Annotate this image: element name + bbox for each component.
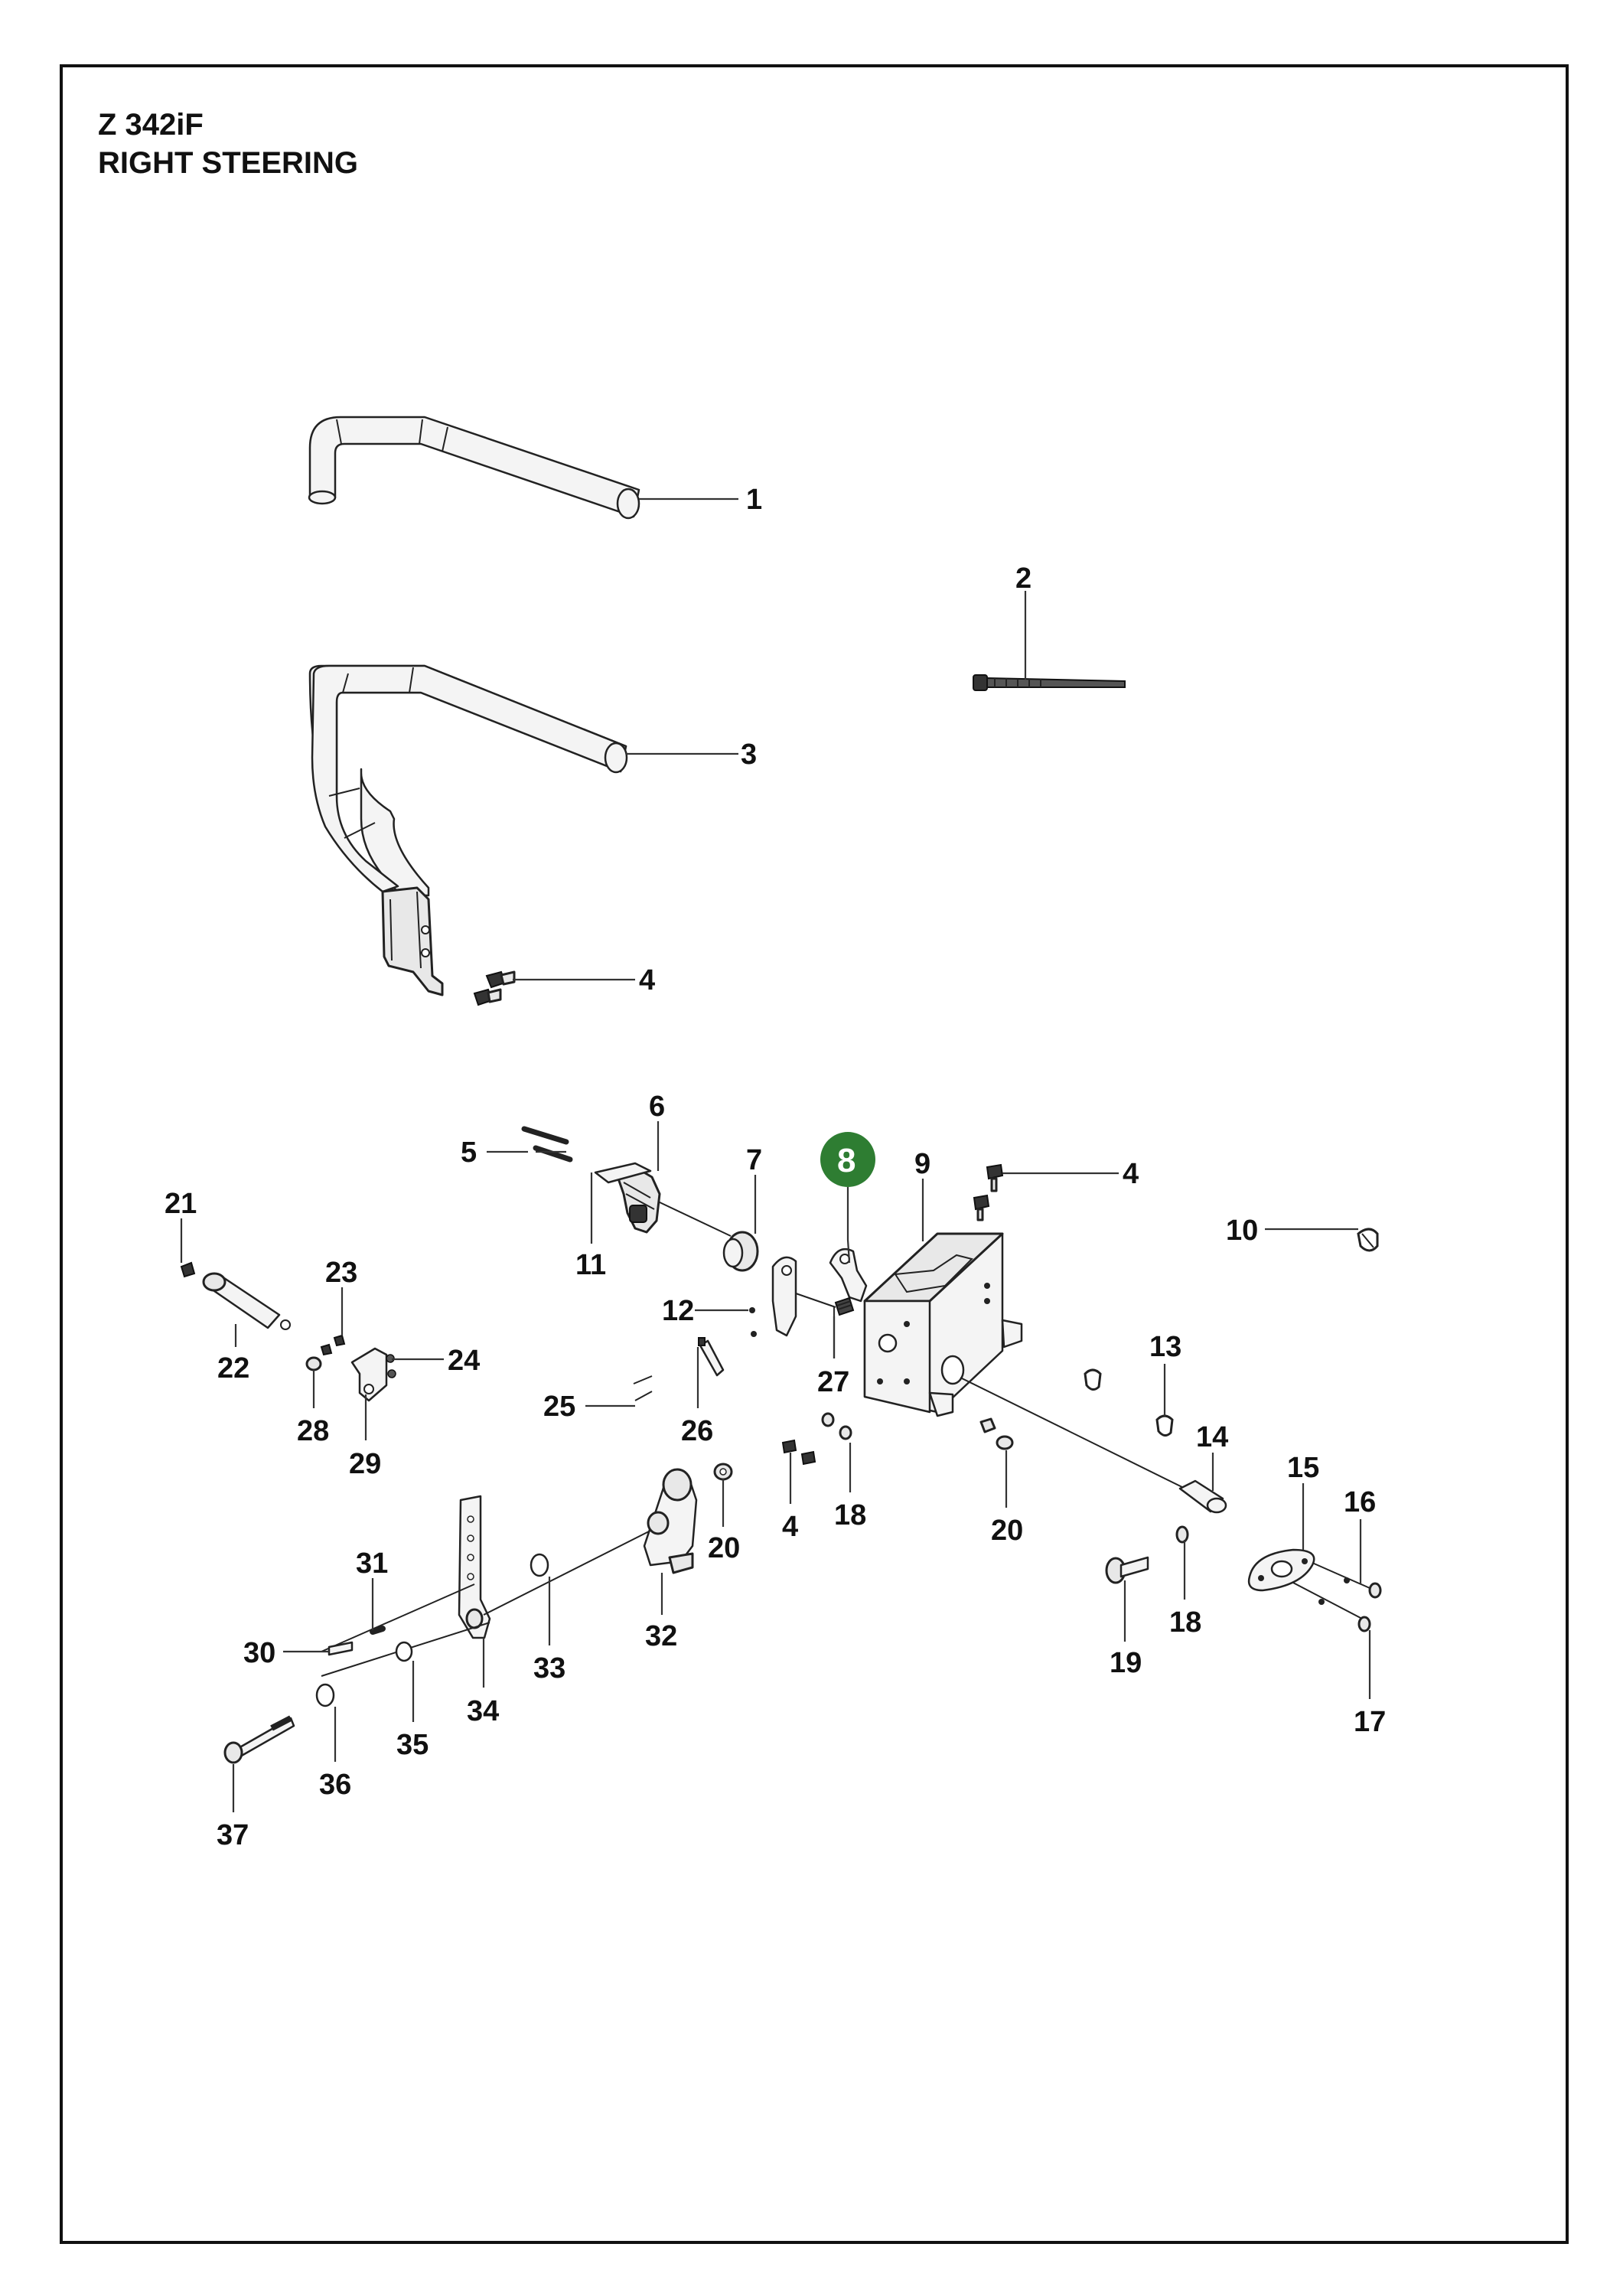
callout-18-center[interactable]: 18 [834,1499,866,1531]
section-name: RIGHT STEERING [98,146,359,180]
part-21-screw[interactable] [180,1261,196,1278]
part-7-bushing[interactable] [722,1231,759,1272]
part-2-cable-tie[interactable] [973,674,1126,691]
callout-4-bracket[interactable]: 4 [1123,1158,1139,1190]
part-34-control-lever[interactable] [458,1495,491,1639]
part-19-shoulder-bolt[interactable] [1105,1556,1149,1584]
part-17-bolt[interactable] [1318,1599,1371,1632]
callout-12[interactable]: 12 [662,1295,694,1327]
part-9-main-bracket[interactable] [863,1232,1023,1417]
part-18-washer-right[interactable] [1175,1525,1189,1544]
part-33-washer[interactable] [530,1553,549,1577]
callout-4-lower[interactable]: 4 [782,1511,798,1543]
callout-13[interactable]: 13 [1149,1331,1181,1363]
part-4-bolt-lower[interactable] [781,1439,816,1466]
callout-9[interactable]: 9 [914,1148,930,1180]
part-4-bolt-upper[interactable] [473,970,516,1006]
callout-6[interactable]: 6 [649,1091,665,1123]
callout-5[interactable]: 5 [461,1137,477,1169]
part-22-damper-cylinder[interactable] [202,1272,291,1330]
part-28-nut[interactable] [305,1356,322,1371]
callout-3[interactable]: 3 [741,739,757,771]
callout-16[interactable]: 16 [1344,1486,1376,1518]
part-26-retainer[interactable] [698,1337,725,1377]
part-13-clips[interactable] [1084,1368,1174,1437]
callout-25[interactable]: 25 [543,1391,575,1423]
part-16-bolt[interactable] [1344,1577,1382,1599]
callout-32[interactable]: 32 [645,1620,677,1652]
callout-10[interactable]: 10 [1226,1215,1258,1247]
callout-20-left[interactable]: 20 [708,1532,740,1564]
callout-18-right[interactable]: 18 [1169,1606,1201,1639]
part-32-pivot-assembly[interactable] [643,1468,698,1574]
part-12-pins[interactable] [749,1307,757,1337]
part-10-clip[interactable] [1357,1228,1379,1252]
part-20-nut-left[interactable] [713,1463,733,1481]
callout-24[interactable]: 24 [448,1345,480,1377]
callout-27[interactable]: 27 [817,1366,849,1398]
model-name: Z 342iF [98,108,204,142]
callout-20-right[interactable]: 20 [991,1515,1023,1547]
part-18-washer-center[interactable] [821,1412,852,1440]
diagram-frame [60,64,1569,2244]
callout-37[interactable]: 37 [217,1819,249,1851]
callout-26[interactable]: 26 [681,1415,713,1447]
callout-2[interactable]: 2 [1015,563,1031,595]
callout-22[interactable]: 22 [217,1352,249,1384]
leader-lines [180,497,1371,1812]
part-36-washer[interactable] [315,1683,335,1707]
callout-labels: 1 2 3 4 5 6 7 8 9 4 10 11 12 13 14 15 16… [165,484,1386,1851]
callout-34[interactable]: 34 [467,1695,499,1727]
part-27-spring[interactable] [795,1293,855,1316]
callout-11[interactable]: 11 [575,1249,606,1281]
callout-7[interactable]: 7 [746,1144,762,1176]
callout-19[interactable]: 19 [1110,1647,1142,1679]
callout-29[interactable]: 29 [349,1448,381,1480]
part-37-long-bolt[interactable] [223,1715,295,1764]
part-23-screws[interactable] [320,1334,346,1356]
callout-23[interactable]: 23 [325,1257,357,1289]
callout-21[interactable]: 21 [165,1188,197,1220]
part-29-bracket[interactable] [350,1347,388,1402]
callout-15[interactable]: 15 [1287,1452,1319,1484]
part-24-nuts[interactable] [386,1354,396,1378]
callout-4-upper[interactable]: 4 [639,964,655,996]
diagram-title: Z 342iF RIGHT STEERING [98,106,358,182]
callout-28[interactable]: 28 [297,1415,329,1447]
part-31-spring-pin[interactable] [370,1626,386,1635]
callout-1[interactable]: 1 [746,484,762,516]
callout-30[interactable]: 30 [243,1637,275,1669]
part-8-lever-plate[interactable] [771,1256,797,1337]
callout-8[interactable]: 8 [837,1142,855,1179]
part-14-pin[interactable] [1178,1479,1227,1514]
part-35-washer[interactable] [395,1641,413,1662]
callout-35[interactable]: 35 [396,1729,429,1761]
part-1-steering-bar-upper[interactable] [308,416,640,520]
callout-33[interactable]: 33 [533,1652,565,1684]
callout-36[interactable]: 36 [319,1769,351,1801]
highlight-badge-8 [820,1132,875,1187]
part-4-bolt-bracket[interactable] [973,1163,1004,1221]
part-20-nut-right[interactable] [979,1417,1014,1450]
part-11-plate[interactable] [594,1162,732,1237]
part-5-pins[interactable] [521,1126,573,1163]
callout-17[interactable]: 17 [1354,1706,1386,1738]
part-30-clevis-pin[interactable] [328,1641,354,1656]
part-3-steering-bar-lower[interactable] [308,664,628,996]
part-6-damper[interactable] [617,1166,661,1234]
part-25-spring-clip[interactable] [633,1375,653,1401]
callout-14[interactable]: 14 [1196,1421,1228,1453]
callout-31[interactable]: 31 [356,1548,388,1580]
part-15-mount-plate[interactable] [1247,1548,1370,1619]
shaft-axis-line [960,1377,1191,1492]
